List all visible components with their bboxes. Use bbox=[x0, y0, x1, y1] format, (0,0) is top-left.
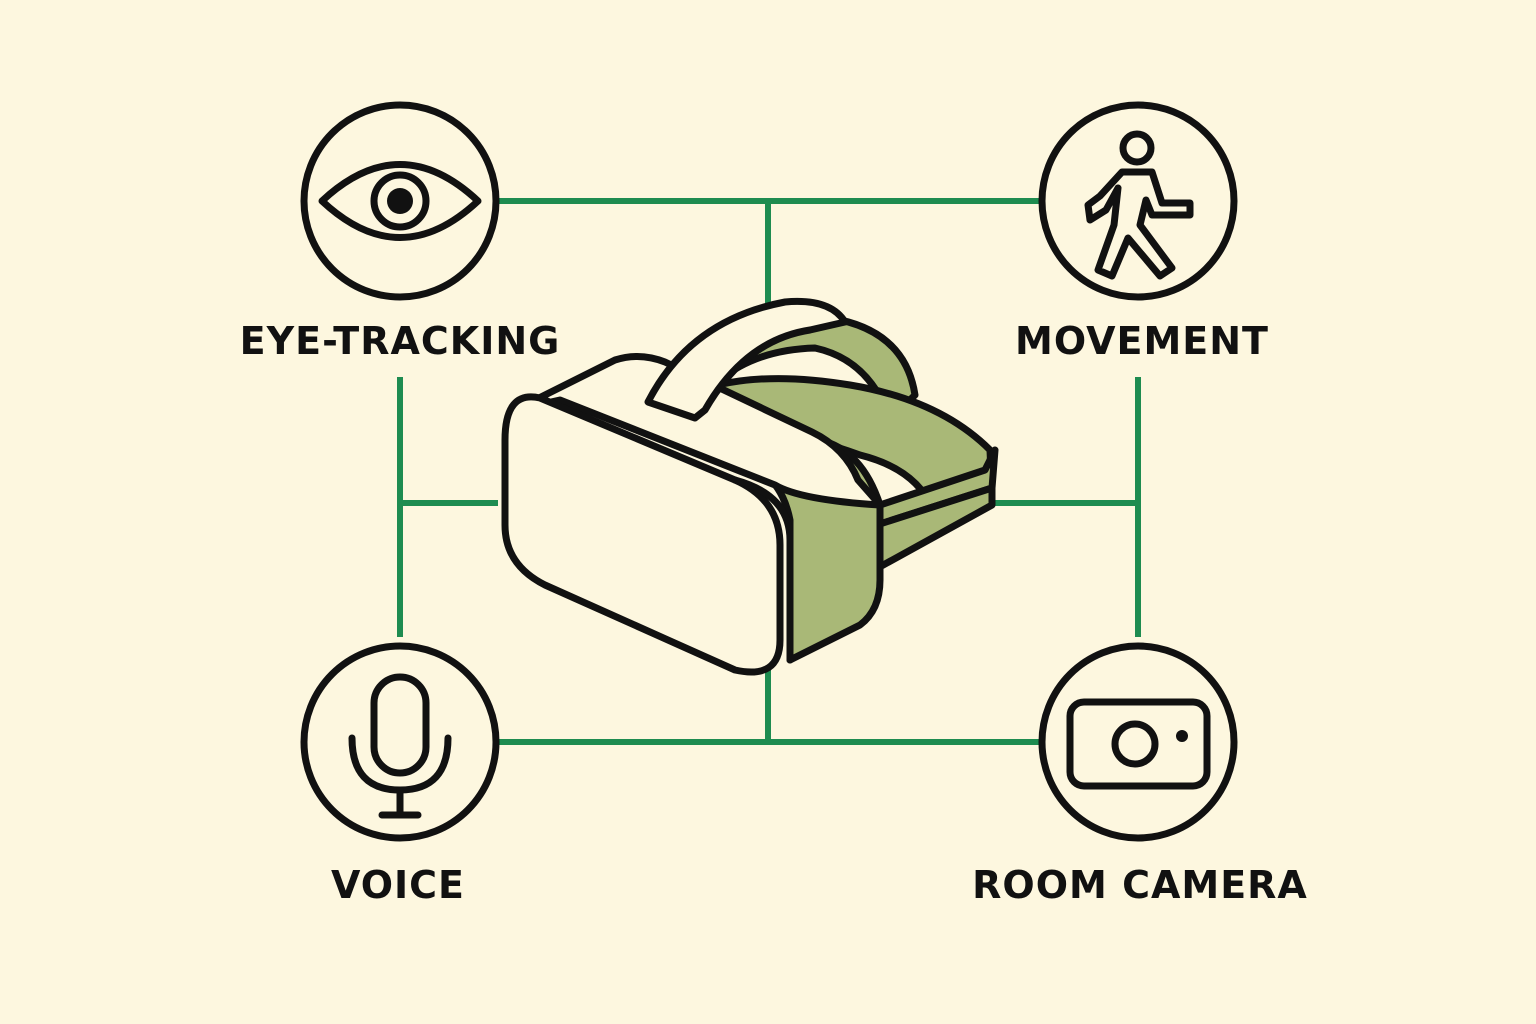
node-camera bbox=[1038, 642, 1238, 842]
label-movement: MOVEMENT bbox=[1015, 319, 1269, 363]
microphone-icon bbox=[348, 673, 452, 819]
label-eye-tracking: EYE-TRACKING bbox=[239, 319, 561, 363]
node-circle bbox=[1038, 642, 1238, 842]
walking-person-icon bbox=[1084, 130, 1194, 280]
node-movement bbox=[1038, 101, 1238, 301]
headset-top-strap-front bbox=[644, 297, 849, 422]
node-voice bbox=[300, 642, 500, 842]
headset-rim bbox=[731, 476, 794, 664]
connector-lines bbox=[397, 198, 1141, 745]
headset-body-top bbox=[511, 353, 884, 509]
node-circle bbox=[1038, 101, 1238, 301]
vr-headset-icon bbox=[501, 297, 999, 676]
label-room-camera: ROOM CAMERA bbox=[972, 863, 1308, 907]
eye-icon bbox=[318, 161, 482, 241]
headset-front-face bbox=[501, 393, 784, 676]
node-circle bbox=[300, 642, 500, 842]
camera-icon bbox=[1066, 698, 1211, 790]
node-eye bbox=[300, 101, 500, 301]
label-voice: VOICE bbox=[330, 863, 466, 907]
